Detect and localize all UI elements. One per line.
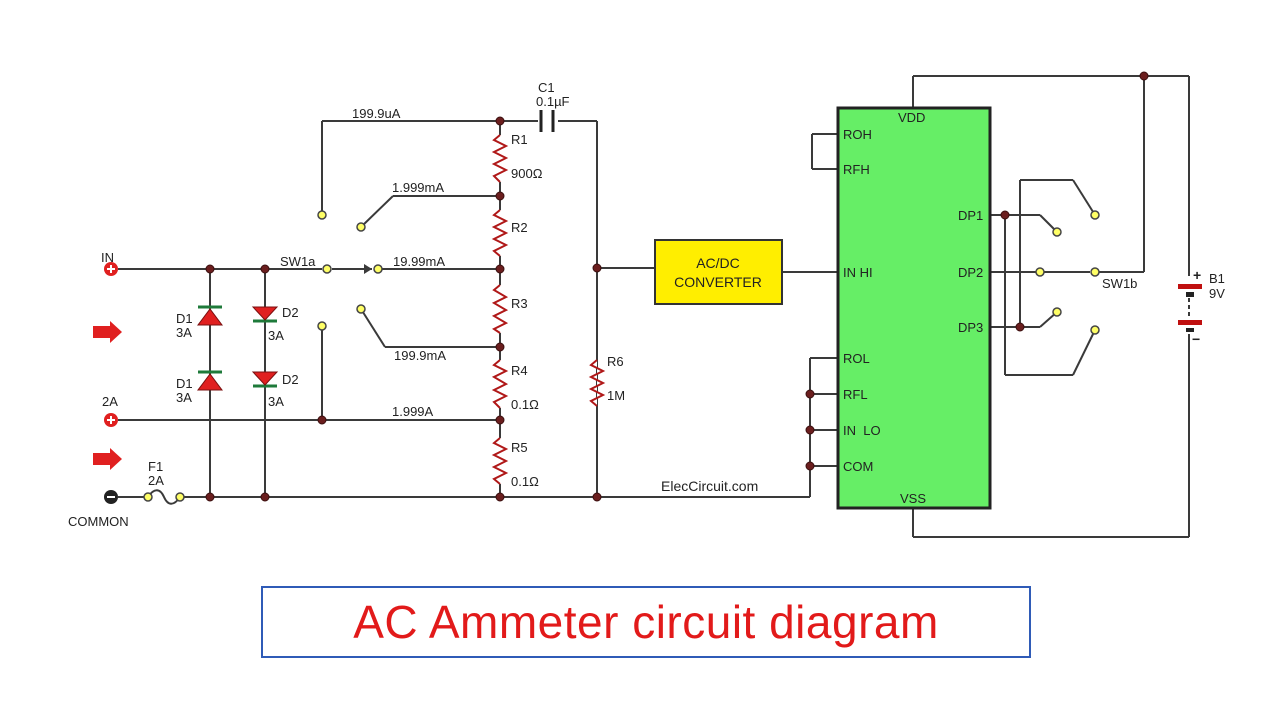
label-c1: C1 [538, 80, 555, 95]
pin-vss: VSS [900, 491, 926, 506]
label-r4-value: 0.1Ω [511, 397, 539, 412]
converter-line-1: AC/DC [696, 255, 740, 271]
label-r2: R2 [511, 220, 528, 235]
label-c1-value: 0.1µF [536, 94, 570, 109]
label-common: COMMON [68, 514, 129, 529]
pin-dp1: DP1 [958, 208, 983, 223]
switch-contacts [143, 210, 1100, 502]
diagram-title: AC Ammeter circuit diagram [353, 596, 939, 648]
fuse-f1 [147, 489, 181, 505]
diode-d2-top [251, 306, 279, 323]
label-range-199-9ua: 199.9uA [352, 106, 401, 121]
junction-dots [205, 71, 1149, 502]
label-r6: R6 [607, 354, 624, 369]
label-d2-value: 3A [268, 328, 284, 343]
resistor-r5 [491, 437, 509, 485]
input-arrow-icon [93, 448, 122, 470]
label-d1: D1 [176, 311, 193, 326]
diode-d1-bottom [197, 370, 223, 391]
title-box: AC Ammeter circuit diagram [261, 586, 1031, 658]
pin-dp3: DP3 [958, 320, 983, 335]
pin-rol: ROL [843, 351, 870, 366]
label-b1-value: 9V [1209, 286, 1225, 301]
resistor-r3 [491, 284, 509, 334]
label-d2: D2 [282, 305, 299, 320]
resistor-r4 [491, 359, 509, 409]
label-d2b: D2 [282, 372, 299, 387]
label-sw1b: SW1b [1102, 276, 1137, 291]
ac-dc-converter [654, 239, 783, 305]
label-d1b-value: 3A [176, 390, 192, 405]
diode-d2-bottom [251, 371, 279, 388]
pin-rfh: RFH [843, 162, 870, 177]
terminal-common[interactable] [104, 490, 118, 504]
label-range-1-999a: 1.999A [392, 404, 434, 419]
resistor-r6 [588, 352, 606, 407]
label-2a: 2A [102, 394, 118, 409]
wires [118, 75, 1190, 538]
terminal-in[interactable] [104, 262, 118, 276]
pin-rfl: RFL [843, 387, 868, 402]
ic-chip [836, 106, 992, 510]
label-r5-value: 0.1Ω [511, 474, 539, 489]
pin-vdd: VDD [898, 110, 925, 125]
label-d1b: D1 [176, 376, 193, 391]
label-range-1-999ma: 1.999mA [392, 180, 444, 195]
battery-b1 [1178, 284, 1202, 332]
label-d2b-value: 3A [268, 394, 284, 409]
label-r4: R4 [511, 363, 528, 378]
switch-arrow-icon [364, 264, 372, 274]
pin-in-hi: IN HI [843, 265, 873, 280]
resistor-r1 [491, 134, 509, 183]
label-r3: R3 [511, 296, 528, 311]
label-r5: R5 [511, 440, 528, 455]
input-arrow-icon [93, 321, 122, 343]
pin-in-lo: IN LO [843, 423, 881, 438]
resistor-r2 [491, 209, 509, 257]
label-r1: R1 [511, 132, 528, 147]
label-f1: F1 [148, 459, 163, 474]
label-in: IN [101, 250, 114, 265]
terminal-2a[interactable] [104, 413, 118, 427]
battery-minus-sign: − [1192, 331, 1200, 347]
pin-dp2: DP2 [958, 265, 983, 280]
label-r6-value: 1M [607, 388, 625, 403]
converter-line-2: CONVERTER [674, 274, 762, 290]
battery-plus-sign: + [1193, 267, 1201, 283]
label-range-19-99ma: 19.99mA [393, 254, 445, 269]
label-range-199-9ma: 199.9mA [394, 348, 446, 363]
label-sw1a: SW1a [280, 254, 316, 269]
pin-com: COM [843, 459, 873, 474]
labels: IN 2A COMMON SW1a 199.9uA 1.999mA 19.99m… [68, 80, 1225, 529]
diode-d1-top [197, 305, 223, 326]
website-label: ElecCircuit.com [661, 478, 758, 494]
capacitor-c1 [538, 108, 558, 134]
label-f1-value: 2A [148, 473, 164, 488]
label-d1-value: 3A [176, 325, 192, 340]
pin-roh: ROH [843, 127, 872, 142]
label-r1-value: 900Ω [511, 166, 543, 181]
label-b1: B1 [1209, 271, 1225, 286]
